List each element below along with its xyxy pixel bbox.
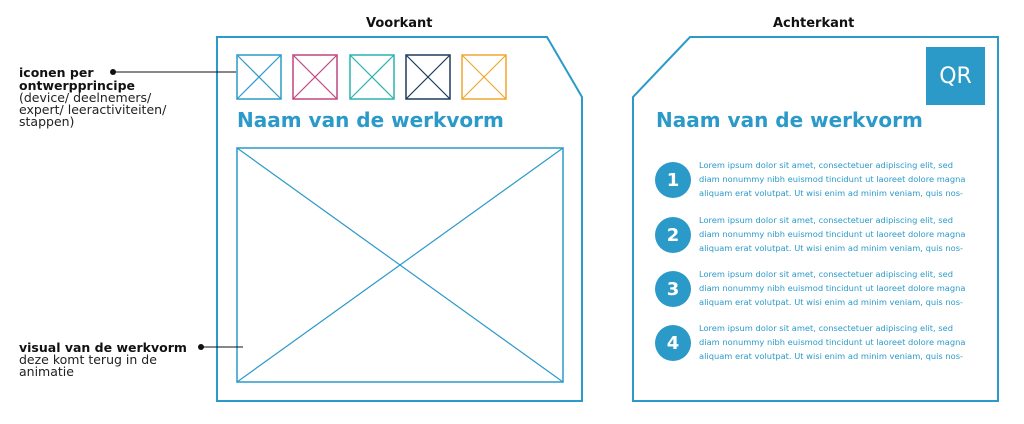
step-number-1: 1 [655, 162, 691, 198]
visual-annotation-title: visual van de werkvorm [19, 340, 187, 355]
principle-icon-frame [461, 54, 507, 100]
step-text-line: diam nonummy nibh euismod tincidunt ut l… [699, 283, 966, 293]
visual-annotation-sub-1: deze komt terug in de [19, 352, 157, 367]
principle-icon-cross-2 [405, 54, 451, 100]
principle-icon-3 [349, 54, 395, 100]
icons-annotation-title-2: ontwerpprincipe [19, 78, 136, 93]
principle-icon-cross-2 [292, 54, 338, 100]
principle-icon-5 [461, 54, 507, 100]
visual-frame [236, 147, 564, 383]
step-number-3: 3 [655, 271, 691, 307]
step-text-line: diam nonummy nibh euismod tincidunt ut l… [699, 337, 966, 347]
visual-annotation-sub-2: animatie [19, 364, 74, 379]
visual-placeholder [236, 147, 564, 383]
step-text-line: Lorem ipsum dolor sit amet, consectetuer… [699, 323, 953, 333]
principle-icon-1 [236, 54, 282, 100]
principle-icon-frame [405, 54, 451, 100]
front-card-outline [216, 36, 583, 402]
principle-icon-cross-2 [461, 54, 507, 100]
front-card-title: Naam van de werkvorm [237, 108, 504, 132]
step-text-line: aliquam erat volutpat. Ut wisi enim ad m… [699, 188, 964, 198]
principle-icons [236, 54, 507, 100]
principle-icon-cross-2 [236, 54, 282, 100]
principle-icon-4 [405, 54, 451, 100]
principle-icon-cross-2 [349, 54, 395, 100]
step-text-line: aliquam erat volutpat. Ut wisi enim ad m… [699, 351, 964, 361]
qr-label: QR [939, 63, 972, 89]
step-text-line: aliquam erat volutpat. Ut wisi enim ad m… [699, 297, 964, 307]
visual-connector-dot [198, 344, 204, 350]
principle-icon-frame [292, 54, 338, 100]
step-text-line: diam nonummy nibh euismod tincidunt ut l… [699, 229, 966, 239]
icons-annotation-sub-2: expert/ leeractiviteiten/ [19, 102, 167, 117]
step-text-line: diam nonummy nibh euismod tincidunt ut l… [699, 174, 966, 184]
step-text-line: Lorem ipsum dolor sit amet, consectetuer… [699, 215, 953, 225]
step-text-1: Lorem ipsum dolor sit amet, consectetuer… [699, 158, 979, 200]
step-text-line: Lorem ipsum dolor sit amet, consectetuer… [699, 160, 953, 170]
step-number-4: 4 [655, 325, 691, 361]
icons-annotation-sub-3: stappen) [19, 114, 75, 129]
step-number-2: 2 [655, 217, 691, 253]
step-text-line: aliquam erat volutpat. Ut wisi enim ad m… [699, 243, 964, 253]
step-text-line: Lorem ipsum dolor sit amet, consectetuer… [699, 269, 953, 279]
icons-connector-dot [110, 69, 116, 75]
front-heading: Voorkant [366, 16, 433, 31]
visual-diagonal-2 [236, 147, 564, 383]
back-heading: Achterkant [773, 16, 855, 31]
step-text-3: Lorem ipsum dolor sit amet, consectetuer… [699, 267, 979, 309]
principle-icon-frame [349, 54, 395, 100]
principle-icon-frame [236, 54, 282, 100]
step-text-4: Lorem ipsum dolor sit amet, consectetuer… [699, 321, 979, 363]
visual-annotation: visual van de werkvorm deze komt terug i… [19, 341, 187, 378]
step-text-2: Lorem ipsum dolor sit amet, consectetuer… [699, 213, 979, 255]
icons-annotation: iconen per ontwerpprincipe (device/ deel… [19, 66, 166, 128]
back-card-title: Naam van de werkvorm [656, 108, 923, 132]
principle-icon-2 [292, 54, 338, 100]
icons-annotation-title-1: iconen per [19, 65, 94, 80]
back-card-outline [632, 36, 999, 402]
qr-code-box: QR [926, 47, 985, 105]
icons-annotation-sub-1: (device/ deelnemers/ [19, 90, 152, 105]
